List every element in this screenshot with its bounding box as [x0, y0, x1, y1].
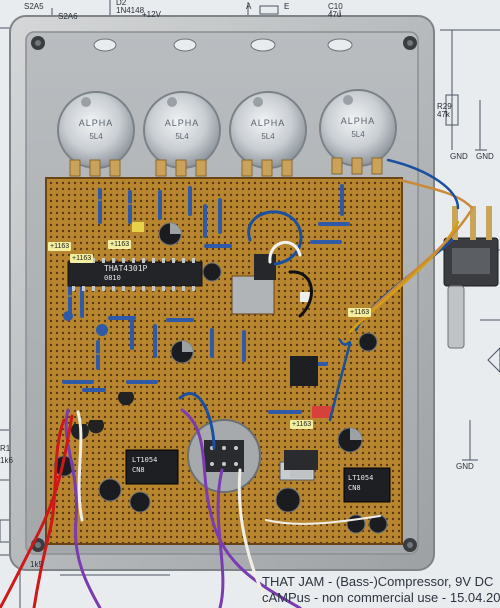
lt2-code: CN8: [348, 484, 361, 492]
that-ic: [67, 261, 203, 287]
value-sticker-5: +1163: [290, 420, 314, 429]
value-sticker-3: +1163: [70, 254, 94, 263]
wires: [0, 158, 474, 608]
knob-4-brand: ALPHA: [340, 116, 376, 126]
knob-2-code: 5L4: [175, 132, 189, 141]
schem-label-gnd-3: GND: [456, 462, 474, 471]
schem-label-plus12v: +12V: [142, 10, 161, 19]
resistor-bands: [68, 199, 132, 355]
lt-chip-2: [343, 467, 391, 503]
schem-label-r29: R29: [437, 102, 452, 111]
knob-1-code: 5L4: [89, 132, 103, 141]
schem-label-s2a5: S2A5: [24, 2, 44, 11]
footer-title: THAT JAM - (Bass-)Compressor, 9V DC: [262, 574, 494, 589]
value-sticker-2: +1163: [108, 240, 132, 249]
value-sticker-4: +1163: [348, 308, 372, 317]
value-sticker-1: +1163: [48, 242, 72, 251]
schem-label-gnd-1: GND: [450, 152, 468, 161]
lt-chip-1: [125, 449, 179, 485]
schem-label-c10: C10: [328, 2, 343, 11]
schem-label-47u: 47u: [328, 10, 342, 19]
opamp-small: [254, 254, 276, 280]
footer-subtitle: cAMPus - non commercial use - 15.04.20: [262, 590, 500, 605]
schem-label-s2a6: S2A6: [58, 12, 78, 21]
schem-label-gnd-2: GND: [476, 152, 494, 161]
schem-label-1n4148: 1N4148: [116, 6, 145, 15]
lt1-code: CN8: [132, 466, 145, 474]
schem-label-r1: R1: [0, 444, 11, 453]
schem-label-47k: 47k: [437, 110, 450, 119]
knob-4-code: 5L4: [351, 130, 365, 139]
knob-2-brand: ALPHA: [164, 118, 200, 128]
resistors: [62, 184, 350, 414]
lt1-label: LT1054: [132, 456, 158, 464]
schem-label-e: E: [284, 2, 290, 11]
potentiometers: [57, 89, 397, 177]
that-ic-code: 0810: [104, 274, 121, 282]
knob-3-brand: ALPHA: [250, 118, 286, 128]
jack-holes: [93, 38, 353, 52]
that-ic-label: THAT4301P: [104, 264, 148, 273]
schem-label-a: A: [246, 2, 252, 11]
lt2-label: LT1054: [348, 474, 374, 482]
schem-label-1k6: 1k6: [0, 456, 13, 465]
schem-label-1k5: 1k5: [30, 560, 43, 569]
knob-1-brand: ALPHA: [78, 118, 114, 128]
schem-label-d2: D2: [116, 0, 127, 7]
opamp-mid: [290, 356, 318, 386]
knob-3-code: 5L4: [261, 132, 275, 141]
